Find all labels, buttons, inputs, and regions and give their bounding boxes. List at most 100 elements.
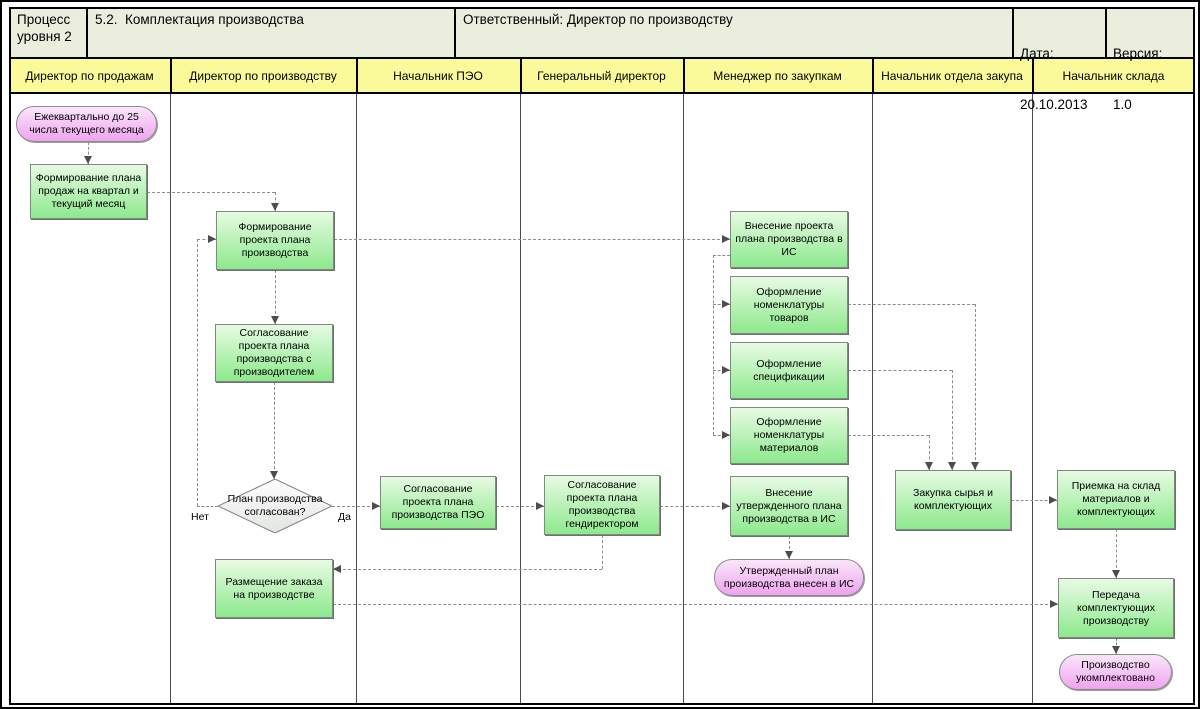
edge-place-order-to-transfer — [333, 604, 1058, 605]
edge-specification-to-purchase-arrowhead — [948, 462, 956, 470]
edge-materials-to-purchase — [848, 435, 929, 436]
version-label: Версия: — [1113, 46, 1163, 61]
edge-enter-is-branch-trunk — [713, 255, 714, 435]
edge-place-order-to-transfer-arrowhead — [1050, 600, 1058, 608]
lane-divider — [170, 94, 171, 705]
edge-draft-to-agree-manufacturer — [275, 270, 276, 324]
task-goods-nomenclature: Оформление номенклатуры товаров — [730, 276, 848, 334]
edge-sales-plan-to-draft-arrowhead — [271, 203, 279, 211]
lane-divider — [1032, 59, 1034, 92]
edge-receive-to-transfer — [1116, 529, 1117, 578]
lane-header-2: Начальник ПЭО — [393, 68, 483, 83]
edge-branch-materials-arrowhead — [722, 431, 730, 439]
edge-gendirector-to-place-order — [333, 569, 602, 570]
lane-divider — [872, 94, 873, 705]
edge-enter-is-branch-trunk — [713, 255, 730, 256]
lane-divider — [520, 94, 521, 705]
date-field: Дата: 20.10.2013 — [1020, 11, 1100, 147]
task-agree-peo: Согласование проекта плана производства … — [380, 476, 496, 529]
process-responsible: Ответственный: Директор по производству — [463, 12, 733, 27]
edge-branch-specification-arrowhead — [722, 366, 730, 374]
version-field: Версия: 1.0 — [1113, 11, 1191, 147]
header-cell-divider — [454, 7, 456, 59]
edge-gendirector-to-place-order-arrowhead — [333, 565, 341, 573]
decision-plan-agreed: План производства согласован? — [218, 479, 332, 533]
edge-decision-no-loop — [197, 239, 216, 240]
lane-divider — [683, 59, 685, 92]
task-materials-nomenclature: Оформление номенклатуры материалов — [730, 407, 848, 464]
task-enter-draft-plan-is: Внесение проекта плана производства в ИС — [730, 211, 848, 268]
edge-purchase-to-receive-arrowhead — [1049, 496, 1057, 504]
lane-header-5: Начальник отдела закупа — [881, 68, 1023, 83]
edge-gendirector-to-enter-approved-arrowhead — [722, 502, 730, 510]
diagram-title-bar — [9, 7, 1195, 57]
event-quarterly-start: Ежеквартально до 25 числа текущего месяц… — [16, 106, 157, 142]
lane-divider — [356, 59, 358, 92]
edge-materials-to-purchase — [929, 435, 930, 470]
header-cell-divider — [1105, 7, 1107, 59]
lane-header-row — [9, 59, 1195, 92]
lane-divider — [520, 59, 522, 92]
edge-transfer-to-completed-arrowhead — [1112, 646, 1120, 654]
edge-peo-to-gendirector-arrowhead — [536, 502, 544, 510]
task-place-order: Размещение заказа на производстве — [215, 559, 333, 618]
header-cell-divider — [1012, 7, 1014, 59]
task-specification: Оформление спецификации — [730, 342, 848, 399]
event-approved-plan-in-is: Утвержденный план производства внесен в … — [714, 559, 864, 596]
event-production-completed: Производство укомплектовано — [1059, 654, 1172, 690]
task-transfer-to-production: Передача комплектующих производству — [1058, 578, 1174, 638]
task-agree-gendirector: Согласование проекта плана производства … — [544, 475, 660, 535]
edge-decision-no-loop-arrowhead — [208, 235, 216, 243]
lane-divider — [170, 59, 172, 92]
task-sales-plan: Формирование плана продаж на квартал и т… — [30, 164, 147, 219]
edge-branch-goods-arrowhead — [722, 300, 730, 308]
lane-header-3: Генеральный директор — [537, 68, 666, 83]
task-receive-warehouse: Приемка на склад материалов и комплектую… — [1057, 470, 1175, 529]
lane-divider — [1032, 94, 1033, 705]
edge-goods-to-purchase-arrowhead — [971, 462, 979, 470]
edge-start-to-sales-plan — [88, 142, 89, 164]
edge-enter-approved-to-event — [789, 536, 790, 559]
diagram-outer-border — [9, 7, 1195, 705]
lane-header-4: Менеджер по закупкам — [713, 68, 842, 83]
edge-receive-to-transfer-arrowhead — [1112, 570, 1120, 578]
edge-specification-to-purchase — [952, 370, 953, 470]
edge-peo-to-gendirector — [496, 506, 544, 507]
lane-header-bottom-border — [9, 92, 1195, 94]
edge-gendirector-to-enter-approved — [660, 506, 730, 507]
task-agree-with-manufacturer: Согласование проекта плана производства … — [215, 324, 333, 382]
title-bar-bottom-border — [9, 57, 1195, 59]
edge-gendirector-to-place-order — [602, 535, 603, 569]
edge-start-to-sales-plan-arrowhead — [84, 156, 92, 164]
date-value: 20.10.2013 — [1020, 97, 1088, 112]
edge-draft-to-enter-is — [334, 239, 730, 240]
edge-goods-to-purchase — [975, 304, 976, 470]
lane-header-1: Директор по производству — [189, 68, 337, 83]
edge-decision-no-loop — [197, 239, 198, 506]
process-level-label: Процесс уровня 2 — [17, 12, 75, 44]
edge-branch-materials — [713, 435, 730, 436]
lane-divider — [683, 94, 684, 705]
version-value: 1.0 — [1113, 97, 1132, 112]
edge-purchase-to-receive — [1011, 500, 1057, 501]
header-cell-divider — [86, 7, 88, 59]
edge-specification-to-purchase — [848, 370, 952, 371]
date-label: Дата: — [1020, 46, 1054, 61]
edge-draft-to-agree-manufacturer-arrowhead — [271, 316, 279, 324]
edge-sales-plan-to-draft — [275, 192, 276, 211]
edge-decision-yes-to-peo-arrowhead — [372, 502, 380, 510]
edge-decision-yes-to-peo — [332, 506, 380, 507]
edge-goods-to-purchase — [848, 304, 975, 305]
lane-header-0: Директор по продажам — [25, 68, 154, 83]
decision-plan-agreed-label: План производства согласован? — [227, 493, 323, 518]
task-enter-approved-plan-is: Внесение утвержденного плана производств… — [730, 476, 848, 536]
lane-header-6: Начальник склада — [1062, 68, 1165, 83]
edge-agree-manufacturer-to-decision — [274, 382, 275, 479]
edge-decision-no-loop — [197, 506, 218, 507]
edge-sales-plan-to-draft — [147, 192, 275, 193]
lane-divider — [356, 94, 357, 705]
task-purchase: Закупка сырья и комплектующих — [895, 470, 1011, 530]
process-title: 5.2. Комплектация производства — [95, 12, 304, 27]
edge-enter-approved-to-event-arrowhead — [785, 551, 793, 559]
